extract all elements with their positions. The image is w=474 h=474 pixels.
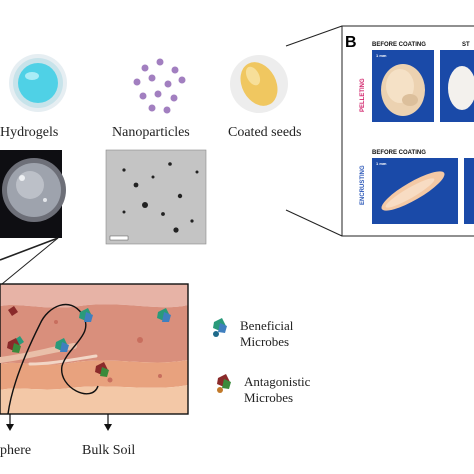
after-coating-top-label: ST	[462, 42, 470, 48]
hydrogels-label: Hydrogels	[0, 125, 58, 140]
nanoparticle-tem-photo	[105, 149, 207, 245]
antagonistic-microbe-cluster	[8, 306, 18, 316]
scale-bottom-label: 1 mm	[376, 161, 387, 166]
bulk-soil-label: Bulk Soil	[82, 443, 135, 458]
beneficial-microbe-cluster	[79, 308, 93, 322]
panel-b: B BEFORE COATING ST PELLETING ENCRUSTING…	[341, 25, 474, 237]
encrusting-label: ENCRUSTING	[360, 165, 366, 205]
hydrogel-photo	[0, 150, 66, 238]
nanoparticles-label: Nanoparticles	[112, 125, 190, 140]
pelleting-after-photo	[440, 50, 474, 122]
antagonistic-microbe-icon	[217, 374, 231, 393]
hydrogel-icon	[9, 54, 67, 112]
beneficial-microbe-icon	[213, 318, 227, 337]
encrusting-before-photo: 1 mm	[372, 158, 458, 224]
antagonistic-label-line1: Antagonistic	[244, 374, 311, 389]
beneficial-label-line2: Microbes	[240, 334, 289, 349]
coated-seeds-label: Coated seeds	[228, 125, 301, 140]
panel-b-letter: B	[345, 34, 357, 51]
antagonistic-label-line2: Microbes	[244, 390, 293, 405]
before-coating-top-label: BEFORE COATING	[372, 42, 426, 48]
pelleting-before-photo: 1 mm	[372, 50, 434, 122]
encrusting-after-photo	[464, 158, 474, 224]
beneficial-microbe-cluster	[157, 308, 171, 322]
antagonistic-microbe-cluster	[95, 362, 109, 377]
antagonistic-microbe-cluster	[7, 338, 21, 353]
soil-zoom-panel	[0, 283, 189, 431]
scale-top-label: 1 mm	[376, 53, 387, 58]
coated-seed-icon	[230, 55, 288, 113]
rhizosphere-label: phere	[0, 443, 31, 458]
pelleting-label: PELLETING	[360, 78, 366, 112]
nanoparticles-icon	[133, 58, 186, 114]
beneficial-microbe-cluster	[55, 338, 69, 352]
beneficial-label-line1: Beneficial	[240, 318, 294, 333]
before-coating-bottom-label: BEFORE COATING	[372, 150, 426, 156]
